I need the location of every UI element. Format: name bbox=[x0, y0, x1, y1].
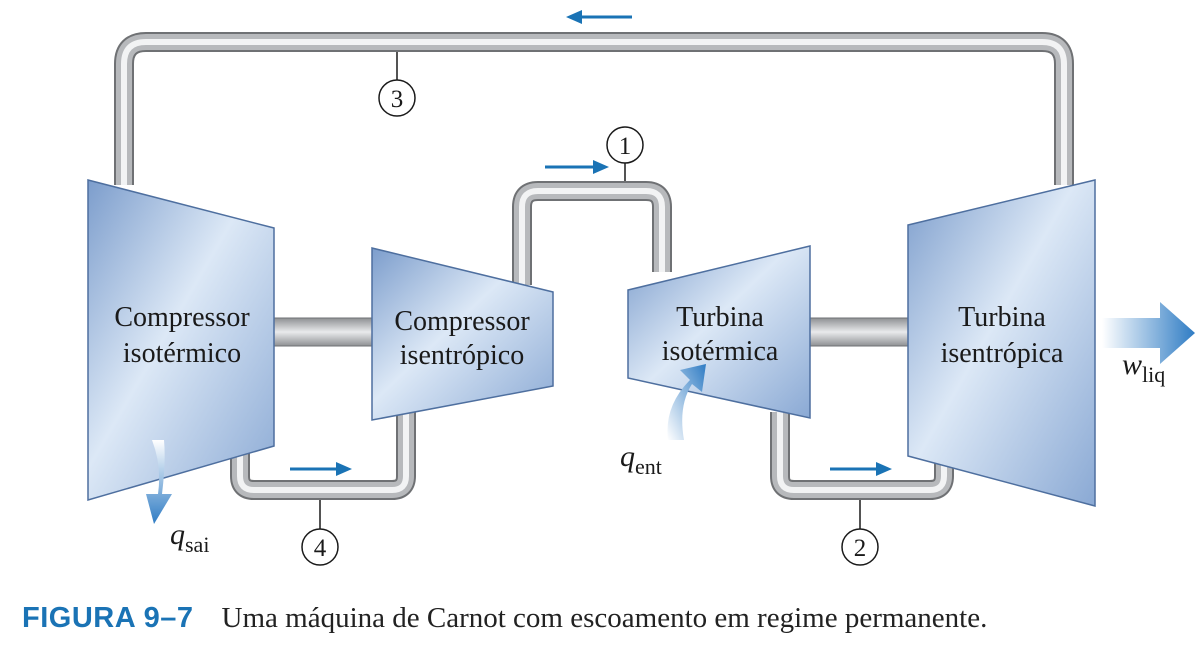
state-marker-3: 3 bbox=[378, 52, 416, 117]
pipe-state-4 bbox=[230, 412, 416, 500]
pipe-state-1 bbox=[512, 181, 672, 285]
iso-turbine-label-2: isotérmica bbox=[662, 336, 779, 367]
work-net-label: wliq bbox=[1122, 348, 1165, 387]
isentropic-turbine bbox=[907, 179, 1096, 507]
state-2-label: 2 bbox=[854, 535, 867, 562]
isentropic-compressor bbox=[371, 247, 554, 421]
heat-out-arrow bbox=[146, 440, 172, 524]
state-marker-1: 1 bbox=[606, 126, 644, 181]
flow-arrow-top bbox=[566, 10, 632, 24]
pipe-state-3 bbox=[114, 32, 1074, 185]
figure-caption: FIGURA 9–7 Uma máquina de Carnot com esco… bbox=[22, 602, 1182, 642]
shaft-turbines bbox=[805, 317, 911, 347]
isothermal-turbine bbox=[627, 245, 811, 419]
state-4-label: 4 bbox=[314, 535, 327, 562]
caption-text: Uma máquina de Carnot com escoamento em … bbox=[221, 602, 988, 634]
work-out-arrow bbox=[1102, 302, 1195, 364]
isen-compressor-label-1: Compressor bbox=[394, 306, 530, 337]
carnot-cycle-diagram: Compressor isotérmico Compressor isentró… bbox=[87, 10, 1195, 566]
iso-compressor-label-2: isotérmico bbox=[123, 338, 241, 369]
state-marker-4: 4 bbox=[301, 500, 339, 566]
isen-compressor-label-2: isentrópico bbox=[400, 340, 524, 371]
pipe-state-2 bbox=[770, 412, 954, 500]
state-3-label: 3 bbox=[391, 86, 404, 113]
isen-turbine-label-2: isentrópica bbox=[941, 338, 1064, 369]
state-marker-2: 2 bbox=[841, 500, 879, 566]
flow-arrow-state-4 bbox=[290, 462, 352, 476]
shaft-compressors bbox=[273, 317, 377, 347]
flow-arrow-state-2 bbox=[830, 462, 892, 476]
iso-compressor-label-1: Compressor bbox=[114, 302, 250, 333]
heat-in-arrow bbox=[667, 364, 706, 440]
isen-turbine-label-1: Turbina bbox=[958, 302, 1046, 333]
iso-turbine-label-1: Turbina bbox=[676, 302, 764, 333]
heat-out-label: qsai bbox=[170, 518, 209, 557]
heat-in-label: qent bbox=[620, 440, 662, 479]
caption-label: FIGURA 9–7 bbox=[22, 602, 194, 634]
flow-arrow-state-1 bbox=[545, 160, 609, 174]
isothermal-compressor bbox=[87, 179, 275, 501]
state-1-label: 1 bbox=[619, 133, 632, 160]
